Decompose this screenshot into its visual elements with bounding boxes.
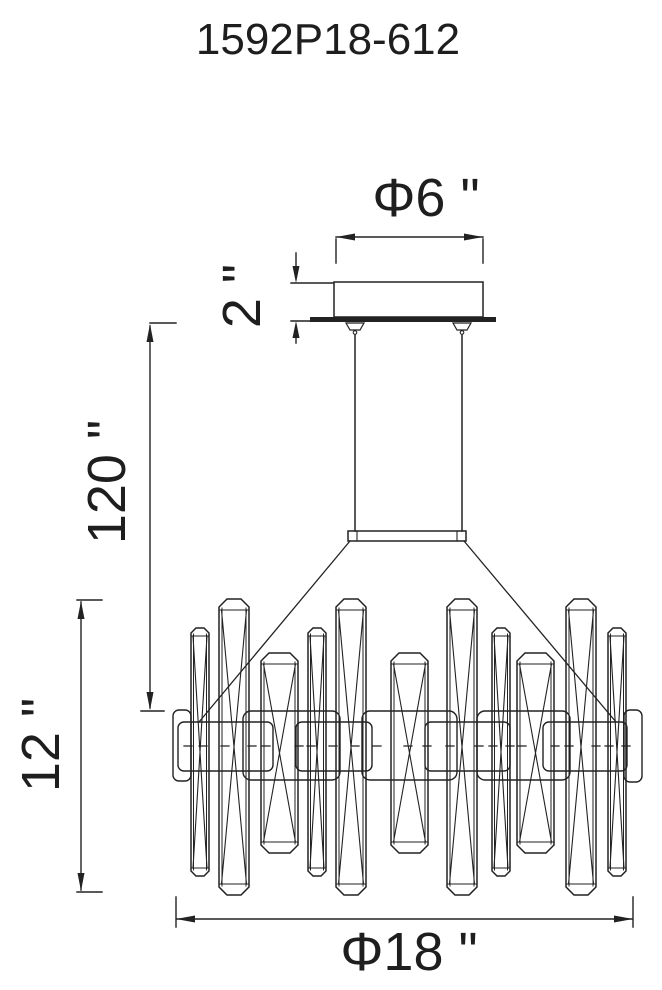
center-band	[172, 709, 643, 783]
crystal-body	[172, 598, 643, 896]
canopy	[310, 281, 496, 335]
dim-canopy-height: 2 "	[212, 263, 272, 329]
dimension-lines	[76, 233, 634, 928]
suspension-stem	[198, 334, 617, 723]
dim-canopy-diameter: Φ6 "	[372, 168, 480, 228]
model-number: 1592P18-612	[195, 15, 461, 64]
dim-body-height: 12 "	[11, 697, 71, 793]
dim-body-diameter: Φ18 "	[340, 922, 478, 982]
dim-max-drop: 120 "	[77, 419, 137, 545]
